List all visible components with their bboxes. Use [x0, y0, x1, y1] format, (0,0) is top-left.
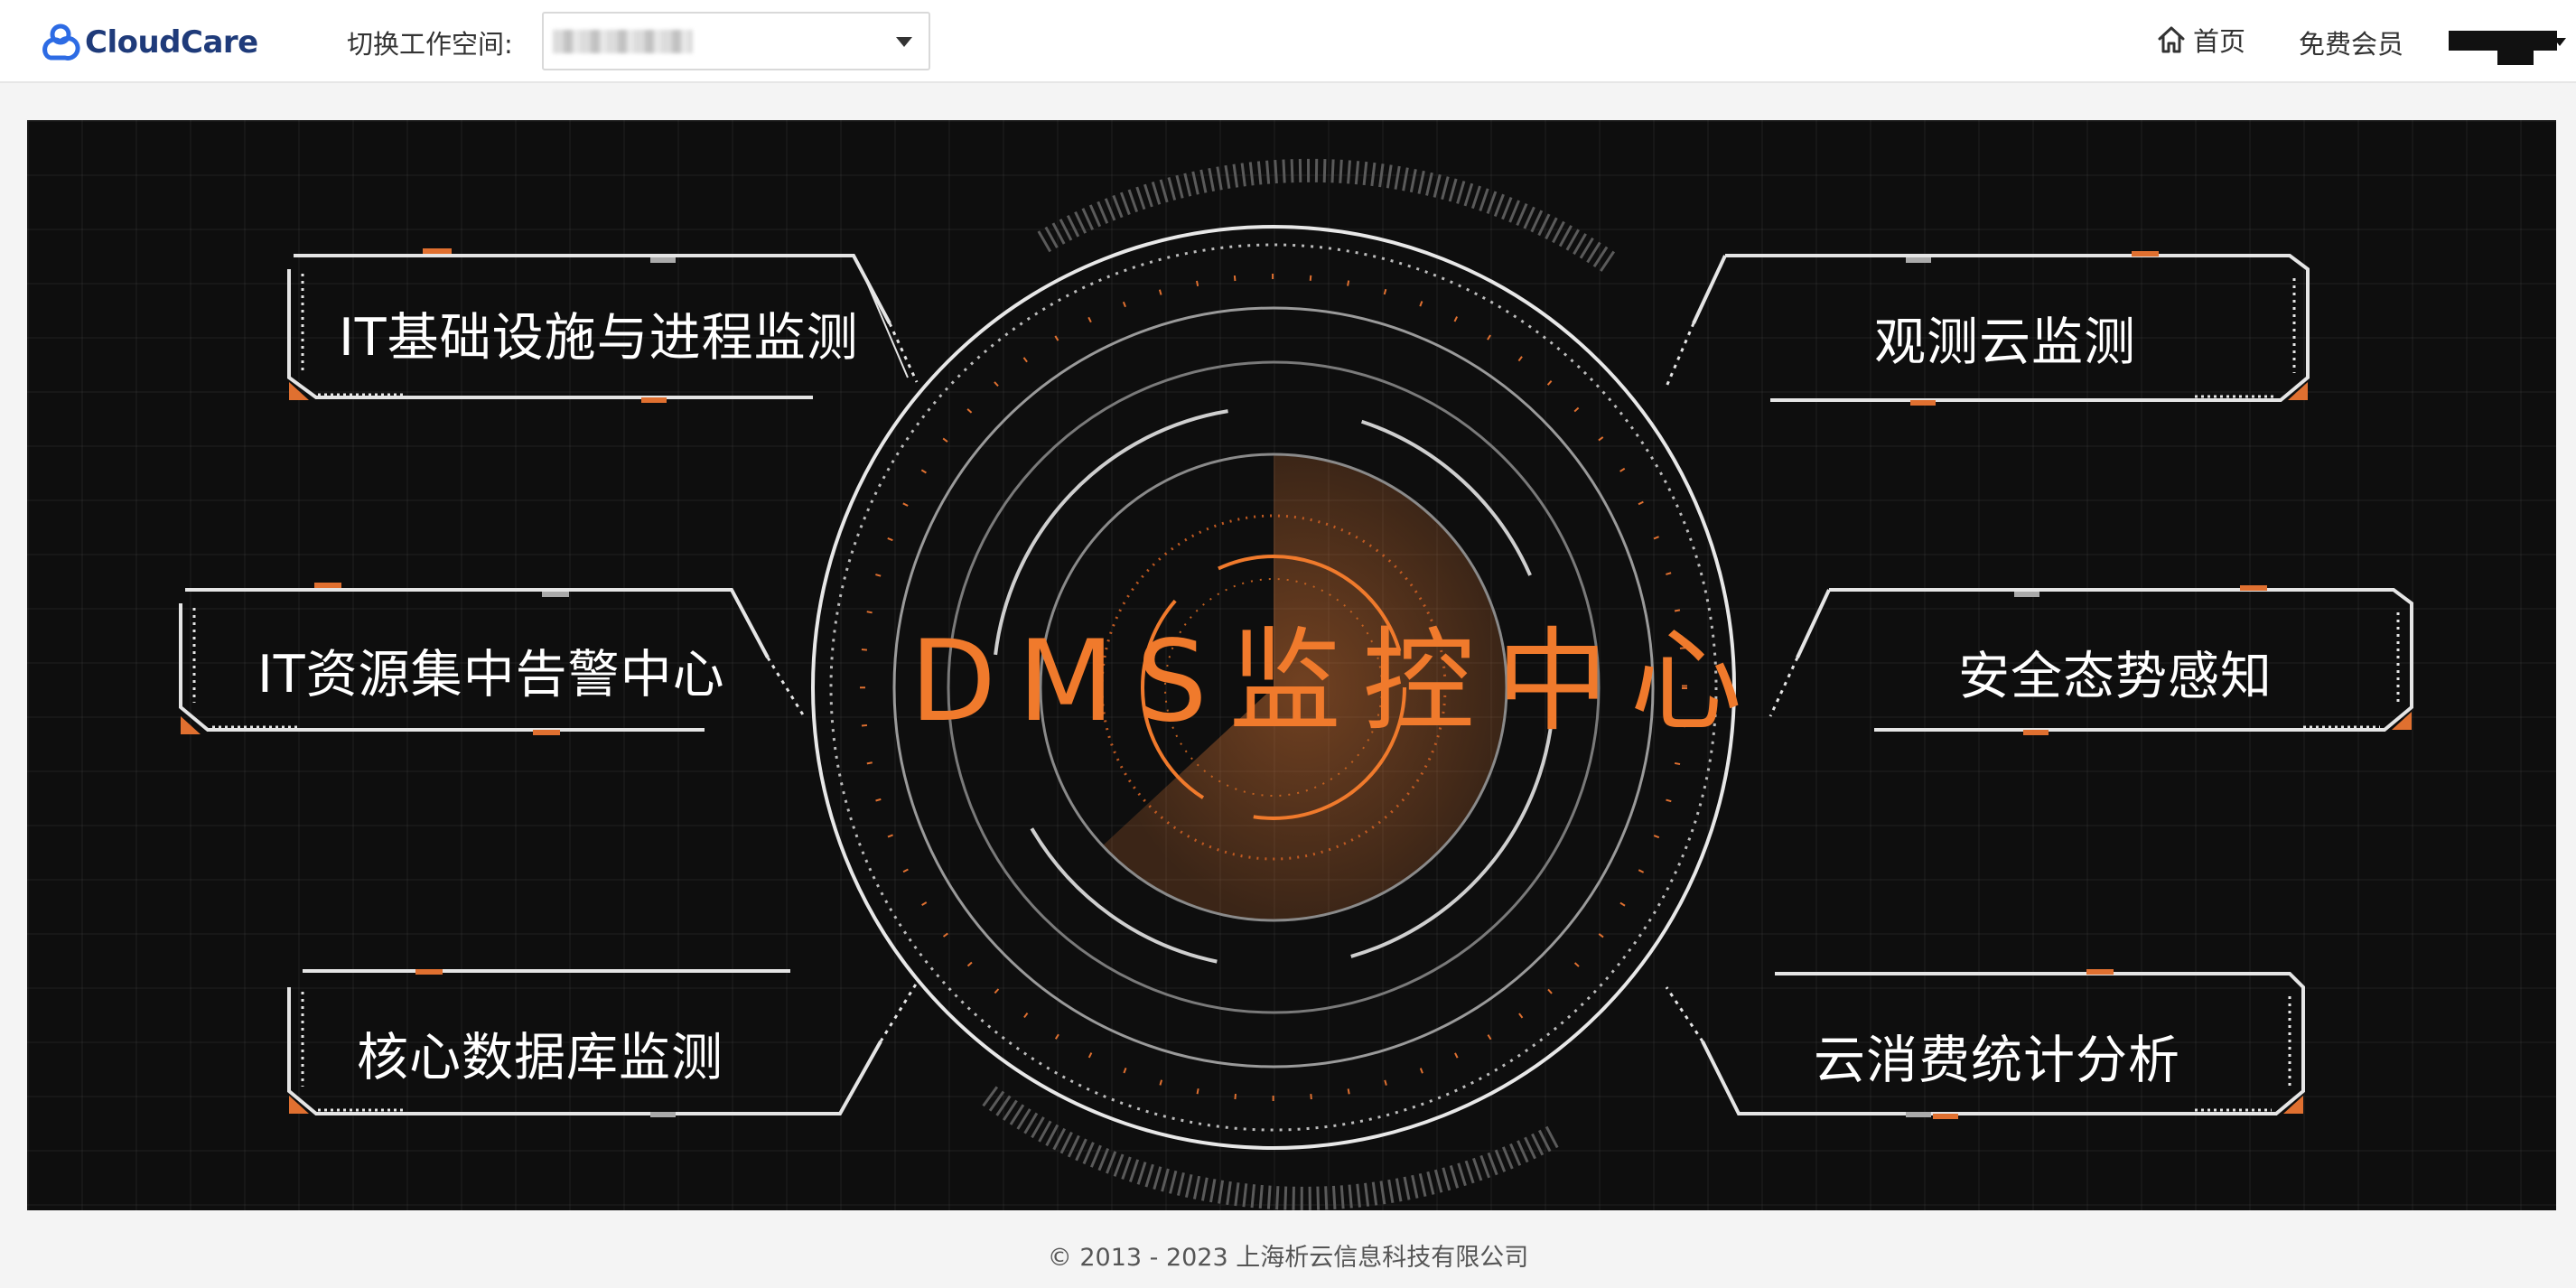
module-observability-cloud[interactable]: 观测云监测 — [1874, 313, 2136, 372]
panel-frame-cloud-cost — [1665, 969, 2305, 1119]
nav-home-label: 首页 — [2193, 26, 2246, 57]
nav-free-member-link[interactable]: 免费会员 — [2299, 29, 2404, 60]
workspace-select[interactable] — [542, 12, 930, 70]
panel-frame-core-database — [287, 969, 919, 1117]
username-redacted-part — [2497, 47, 2534, 65]
chevron-down-icon — [2553, 38, 2566, 46]
workspace-switch-label: 切换工作空间: — [347, 29, 513, 60]
panel-frame-it-infrastructure — [287, 248, 919, 403]
panel-frame-it-alert-center — [179, 583, 806, 735]
footer-copyright: © 2013 - 2023 上海析云信息科技有限公司 — [1047, 1244, 1529, 1272]
user-menu[interactable] — [2443, 27, 2570, 69]
home-icon — [2158, 26, 2185, 53]
workspace-name-redacted — [553, 30, 693, 53]
chevron-down-icon — [896, 37, 912, 47]
banner-decoration — [179, 158, 2413, 1210]
nav-home-link[interactable]: 首页 — [2155, 20, 2245, 60]
dms-monitoring-banner: DMS监控中心 IT基础设施与进程监测 IT资源集中告警中心 核心数据库监测 观… — [27, 120, 2556, 1210]
brand-logo[interactable]: CloudCare — [40, 20, 258, 65]
module-it-infrastructure[interactable]: IT基础设施与进程监测 — [339, 308, 859, 368]
central-radar-rings — [811, 158, 1736, 1210]
panel-frame-observability-cloud — [1665, 251, 2310, 406]
dms-center-title: DMS监控中心 — [910, 617, 1764, 747]
cloudcare-logo-icon — [42, 23, 80, 61]
module-it-alert-center[interactable]: IT资源集中告警中心 — [257, 645, 725, 705]
panel-frame-security-posture — [1769, 585, 2413, 735]
module-core-database[interactable]: 核心数据库监测 — [357, 1028, 723, 1087]
brand-name: CloudCare — [85, 24, 258, 61]
top-navigation-bar: CloudCare 切换工作空间: 首页 免费会员 — [0, 0, 2576, 83]
module-cloud-cost[interactable]: 云消费统计分析 — [1814, 1031, 2180, 1090]
module-security-posture[interactable]: 安全态势感知 — [1958, 647, 2273, 706]
username-redacted — [2449, 31, 2557, 51]
